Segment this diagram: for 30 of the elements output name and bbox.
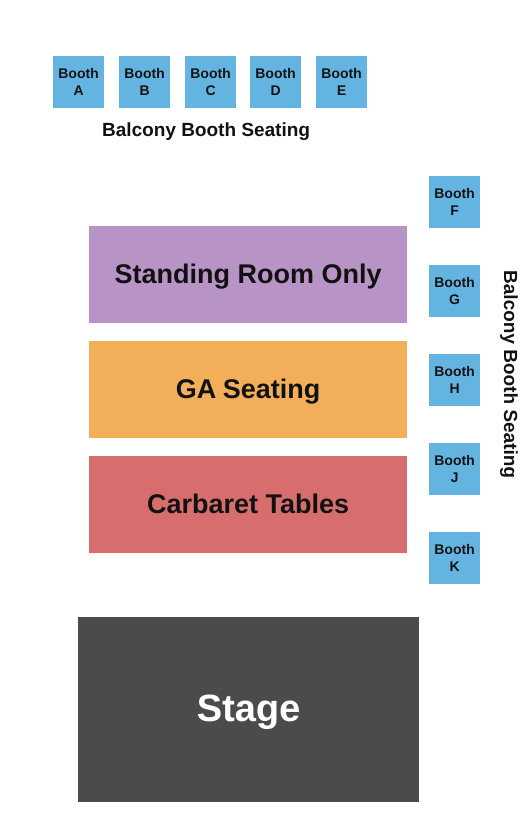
booth [429, 532, 480, 584]
seating-section [89, 456, 407, 553]
booth [429, 265, 480, 317]
seating-section [89, 226, 407, 323]
booth-label: Booth F [433, 184, 476, 220]
booth-label: Booth J [433, 452, 476, 486]
booth [119, 56, 170, 108]
section-label: GA Seating [176, 372, 320, 406]
stage [78, 617, 419, 802]
booth-label: Booth D [254, 64, 297, 100]
booth [429, 176, 480, 228]
booth-label: Booth K [433, 540, 476, 576]
area-label: Balcony Booth Seating [498, 270, 520, 478]
area-label: Balcony Booth Seating [102, 120, 310, 142]
booth [250, 56, 301, 108]
booth [429, 354, 480, 406]
booth-label: Booth A [57, 64, 100, 100]
booth-label: Booth G [433, 274, 476, 308]
seating-section [89, 341, 407, 438]
booth-label: Booth H [433, 362, 476, 398]
section-label: Standing Room Only [114, 258, 382, 291]
booth [53, 56, 104, 108]
booth [429, 443, 480, 495]
stage-label: Stage [196, 686, 300, 732]
booth-label: Booth C [189, 64, 232, 100]
booth [316, 56, 367, 108]
booth [185, 56, 236, 108]
booth-label: Booth E [320, 64, 363, 100]
section-label: Carbaret Tables [146, 488, 350, 521]
booth-label: Booth B [123, 64, 166, 100]
